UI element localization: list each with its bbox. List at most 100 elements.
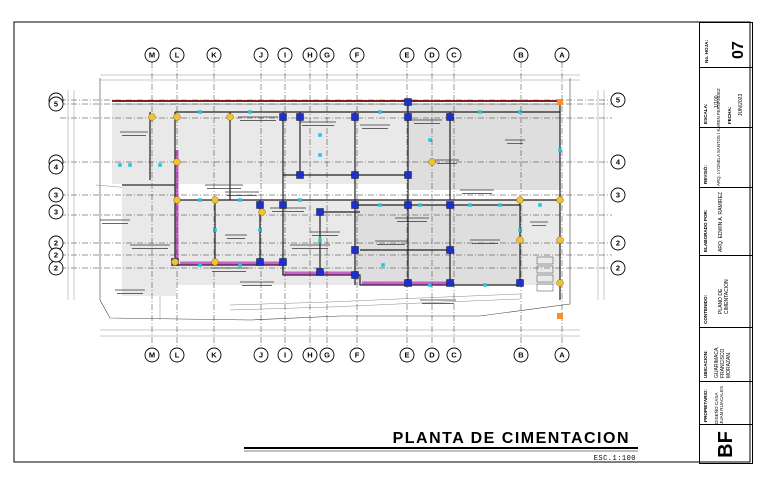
content-cell: CONTENIDO: PLANO DE CIMENTACION [700,255,752,327]
grid-bubble-left-b1: 4 [48,159,64,175]
tie-marker-16 [468,203,472,207]
column-18 [351,271,359,279]
annotation-note-6 [225,191,259,196]
logo-cell: BF [700,424,752,463]
column-4 [404,113,412,121]
svg-text:3: 3 [616,191,620,200]
grid-bubble-top-I: I [277,47,293,63]
grid-bubble-top-A: A [554,47,570,63]
terrain-line [99,78,571,321]
svg-text:L: L [175,51,180,60]
svg-text:4: 4 [54,163,59,172]
date-value: JUN/2023 [738,93,744,116]
reviewed-value: ARQ. LYONELA SANTOS / KAREN FERNANDEZ [716,88,721,186]
grid-bubble-top-E: E [399,47,415,63]
tie-marker-23 [428,283,432,287]
column-2 [351,113,359,121]
tie-marker-24 [483,283,487,287]
column-5 [446,113,454,121]
grid-bubble-bottom-A: A [554,347,570,363]
svg-text:C: C [451,351,457,360]
reviewed-cell: REVISÓ: ARQ. LYONELA SANTOS / KAREN FERN… [700,88,752,187]
annotation-note-23 [530,221,548,226]
grid-bubble-bottom-H: H [302,347,318,363]
grid-bubble-left-4: 2 [48,260,64,276]
grid-bubble-top-J: J [253,47,269,63]
svg-text:D: D [429,351,435,360]
annotation-note-1 [300,121,336,126]
column-13 [404,201,412,209]
column-16 [279,258,287,266]
grid-bubble-left-2: 3 [48,187,64,203]
grid-bubble-bottom-L: L [169,347,185,363]
tie-marker-5 [318,133,322,137]
svg-text:3: 3 [54,208,58,217]
column-20 [446,279,454,287]
sheet-number: 07 [730,41,747,59]
sheet-number-cell: No. HOJA: 07 [700,23,752,67]
svg-text:F: F [355,51,360,60]
svg-text:M: M [149,51,155,60]
annotation-note-15 [100,219,130,224]
footing-3 [173,158,181,166]
column-10 [256,201,264,209]
svg-text:3: 3 [54,191,58,200]
column-24 [446,246,454,254]
svg-text:L: L [175,351,180,360]
tie-marker-10 [518,110,522,114]
grid-bubble-bottom-F: F [349,347,365,363]
svg-text:D: D [429,51,435,60]
tie-marker-8 [428,138,432,142]
svg-text:B: B [518,351,524,360]
annotation-note-8 [290,244,330,249]
scale-note: ESC.1:100 [594,455,636,463]
footing-6 [516,196,524,204]
reviewed-label: REVISÓ: [703,165,708,184]
svg-text:H: H [307,351,312,360]
grid-bubble-top-G: G [319,47,335,63]
drawing-title: PLANTA DE CIMENTACION [393,430,630,447]
annotation-note-18 [240,281,274,286]
svg-text:2: 2 [616,239,620,248]
svg-text:G: G [324,51,330,60]
tie-marker-1 [128,163,132,167]
grid-bubble-bottom-D: D [424,347,440,363]
svg-text:F: F [355,351,360,360]
corner-footing-1 [557,313,563,319]
grid-bubble-bottom-C: C [446,347,462,363]
tie-marker-3 [198,110,202,114]
footing-5 [211,196,219,204]
location-value: GUARIMACA, FRANCISCO MORAZAN. [714,346,732,378]
svg-text:G: G [324,351,330,360]
annotation-note-11 [460,189,494,194]
annotation-note-10 [395,217,429,222]
tie-marker-27 [198,263,202,267]
annotation-note-4 [120,131,148,136]
svg-text:B: B [518,51,524,60]
tie-marker-19 [213,228,217,232]
svg-text:J: J [259,51,263,60]
grid-bubble-right-4: 2 [610,260,626,276]
grid-bubble-top-B: B [513,47,529,63]
svg-text:E: E [404,351,409,360]
annotation-note-9 [310,231,340,236]
tie-marker-0 [118,163,122,167]
tie-marker-17 [498,203,502,207]
tie-marker-13 [298,198,302,202]
location-cell: UBICACION: GUARIMACA, FRANCISCO MORAZAN. [700,327,752,381]
footing-7 [556,196,564,204]
svg-text:C: C [451,51,457,60]
grid-bubble-top-L: L [169,47,185,63]
column-19 [404,279,412,287]
tie-marker-26 [558,148,562,152]
grid-bubble-left-b2: 3 [48,204,64,220]
column-15 [256,258,264,266]
footing-11 [211,258,219,266]
corner-footing-0 [557,99,563,105]
tie-marker-2 [158,163,162,167]
owner-label: PROPIETARIO: [703,389,708,422]
grid-bubble-left-b3: 2 [48,247,64,263]
tie-marker-28 [238,263,242,267]
tie-marker-22 [381,263,385,267]
